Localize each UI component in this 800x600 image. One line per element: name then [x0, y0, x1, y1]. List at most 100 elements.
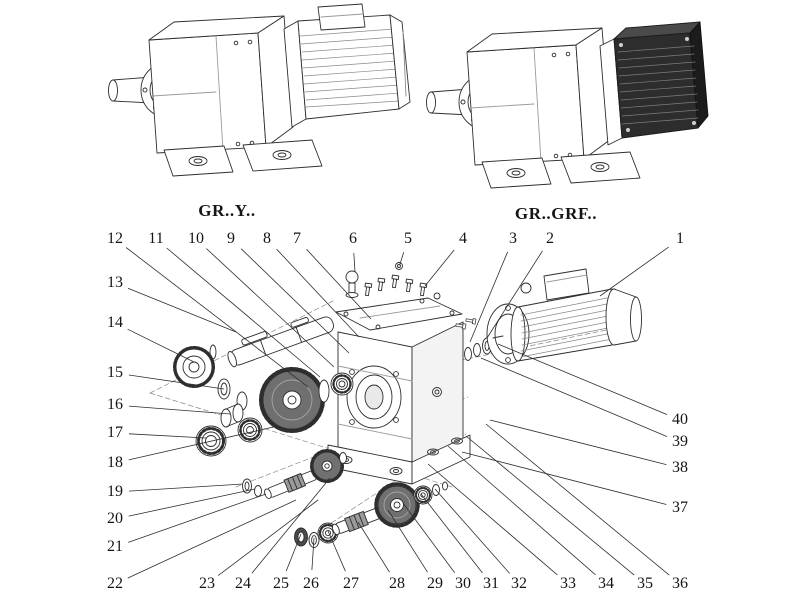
part-number-label-40: 40 [672, 411, 688, 428]
leader-line-19 [128, 483, 244, 492]
washer [242, 478, 252, 494]
motor-eye-bolt [520, 282, 532, 294]
part-number-label-14: 14 [107, 314, 123, 331]
part-number-label-2: 2 [546, 230, 554, 247]
leader-line-27 [327, 530, 346, 572]
motor-fan-cover [389, 14, 411, 110]
oil-plug [433, 292, 441, 300]
variant-title-gr-y: GR..Y.. [198, 201, 256, 220]
part-number-label-26: 26 [303, 575, 319, 592]
part-number-label-32: 32 [511, 575, 527, 592]
leader-line-24 [251, 477, 331, 574]
part-number-label-25: 25 [273, 575, 289, 592]
part-number-label-7: 7 [293, 230, 301, 247]
part-number-label-1: 1 [676, 230, 684, 247]
leader-line-22 [127, 499, 297, 579]
ring [339, 452, 347, 464]
intermediate-pinion-assembly [242, 449, 347, 499]
part-number-label-29: 29 [427, 575, 443, 592]
part-number-label-20: 20 [107, 510, 123, 527]
leader-line-25 [285, 533, 302, 572]
leader-line-3 [469, 251, 508, 343]
part-number-label-35: 35 [637, 575, 653, 592]
leader-line-39 [480, 357, 668, 437]
mounting-foot [163, 145, 234, 177]
leader-line-26 [311, 537, 315, 571]
leader-line-20 [128, 488, 256, 517]
part-number-label-11: 11 [148, 230, 164, 247]
part-number-label-38: 38 [672, 459, 688, 476]
top-fasteners [345, 262, 441, 300]
part-number-label-24: 24 [235, 575, 251, 592]
part-number-label-28: 28 [389, 575, 405, 592]
mounting-foot [242, 139, 323, 172]
shaft-key [241, 331, 268, 346]
part-number-label-19: 19 [107, 483, 123, 500]
washer [464, 347, 472, 361]
breather-plug [395, 262, 403, 270]
leader-line-15 [128, 374, 225, 390]
part-number-label-31: 31 [483, 575, 499, 592]
leader-line-11 [166, 247, 321, 378]
gear-housing-exploded [327, 297, 471, 485]
leader-line-21 [128, 493, 267, 543]
pinion-shaft [264, 470, 318, 499]
leader-line-7 [306, 249, 372, 320]
part-number-label-36: 36 [672, 575, 688, 592]
fan-cover [630, 296, 642, 342]
brake-motor-fins [617, 45, 699, 125]
leader-line-38 [489, 419, 667, 465]
part-number-label-18: 18 [107, 454, 123, 471]
leader-line-16 [128, 405, 231, 415]
leader-line-17 [128, 433, 207, 439]
part-number-label-39: 39 [672, 433, 688, 450]
part-number-label-33: 33 [560, 575, 576, 592]
part-number-label-6: 6 [349, 230, 357, 247]
leader-line-33 [427, 463, 558, 576]
part-number-label-12: 12 [107, 230, 123, 247]
housing-foot-side [411, 434, 471, 485]
leader-line-35 [465, 435, 635, 576]
gearbox-assembled-housing [108, 15, 323, 177]
leader-line-18 [128, 425, 279, 461]
part-number-label-5: 5 [404, 230, 412, 247]
output-shaft-assembly [173, 316, 334, 411]
leader-line-13 [127, 287, 237, 333]
leader-line-2 [486, 250, 543, 339]
part-number-label-34: 34 [598, 575, 614, 592]
leader-line-32 [434, 488, 510, 574]
leader-line-8 [276, 248, 360, 338]
leader-line-28 [357, 521, 390, 573]
housing-cover [335, 297, 463, 331]
ring [442, 481, 448, 491]
shaft-key [290, 317, 309, 328]
gr-grf-motor-block [599, 21, 709, 146]
leader-line-12 [125, 247, 309, 388]
output-shaft-end [108, 79, 118, 102]
part-number-label-21: 21 [107, 538, 123, 555]
part-number-label-23: 23 [199, 575, 215, 592]
leader-line-6 [353, 252, 356, 273]
output-shaft [227, 316, 334, 368]
electric-motor-exploded [486, 268, 642, 365]
part-number-label-37: 37 [672, 499, 688, 516]
part-number-label-8: 8 [263, 230, 271, 247]
leader-line-10 [206, 248, 335, 368]
upper-bearing [330, 372, 354, 396]
part-number-label-17: 17 [107, 424, 123, 441]
part-number-label-22: 22 [107, 575, 123, 592]
leader-line-4 [424, 249, 455, 287]
leader-line-9 [240, 248, 350, 354]
leader-line-40 [497, 343, 668, 415]
leader-line-37 [461, 451, 667, 505]
motor-terminal-box [317, 3, 366, 31]
leader-line-36 [485, 423, 670, 576]
leader-line-29 [387, 509, 428, 573]
part-number-label-27: 27 [343, 575, 359, 592]
leader-line-5 [399, 252, 405, 265]
part-number-label-9: 9 [227, 230, 235, 247]
washer [473, 343, 481, 357]
variant-title-gr-grf: GR..GRF.. [514, 204, 598, 223]
